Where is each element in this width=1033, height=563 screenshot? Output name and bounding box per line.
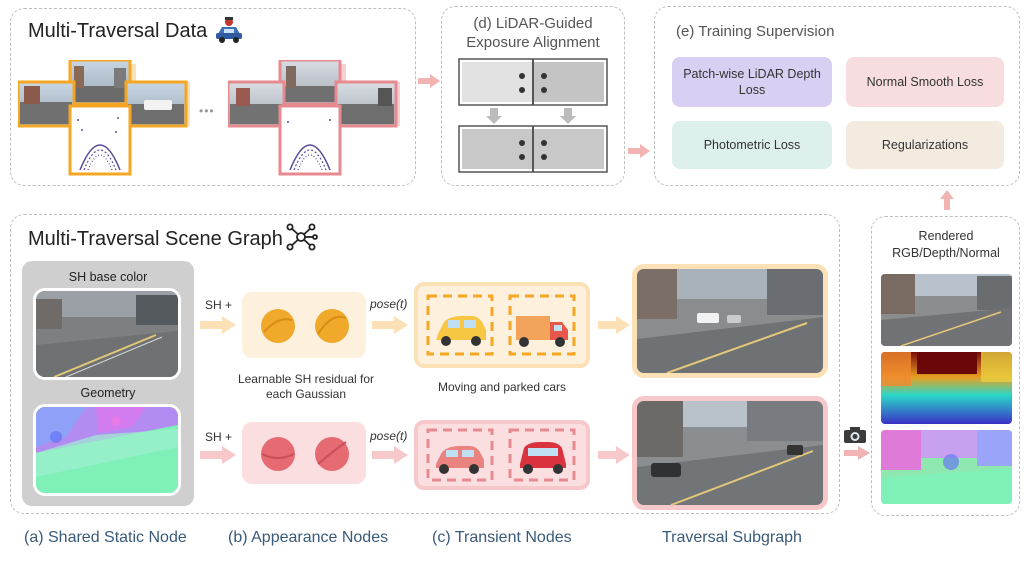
gaussian-sphere-icons-orange bbox=[256, 306, 356, 346]
loss-photometric: Photometric Loss bbox=[672, 121, 832, 169]
pose-t-bottom: pose(t) bbox=[370, 429, 408, 443]
rendered-normal-image bbox=[881, 430, 1012, 504]
exposure-diagram bbox=[458, 58, 608, 174]
camera-icon bbox=[843, 426, 867, 444]
loss-normal-smooth: Normal Smooth Loss bbox=[846, 57, 1004, 107]
gaussian-sphere-icons-pink bbox=[256, 434, 356, 474]
pose-t-top: pose(t) bbox=[370, 297, 408, 311]
traversal-subgraph-image-bottom bbox=[632, 396, 828, 510]
caption-transient-nodes: (c) Transient Nodes bbox=[432, 529, 572, 546]
sh-base-color-label: SH base color bbox=[68, 270, 148, 284]
geometry-image bbox=[33, 404, 181, 496]
geometry-label: Geometry bbox=[80, 386, 136, 400]
transient-note: Moving and parked cars bbox=[437, 380, 567, 394]
training-panel bbox=[654, 6, 1020, 186]
training-title: (e) Training Supervision bbox=[676, 23, 835, 40]
ellipsis: ••• bbox=[199, 104, 215, 118]
caption-appearance-nodes: (b) Appearance Nodes bbox=[228, 529, 389, 546]
graph-icon bbox=[284, 222, 318, 252]
rendered-title: Rendered RGB/Depth/Normal bbox=[892, 229, 1000, 260]
exposure-panel bbox=[441, 6, 625, 186]
traversal-1-images bbox=[18, 60, 204, 178]
arrow-appearance-to-transient-bottom bbox=[372, 446, 408, 464]
sh-base-color-image bbox=[33, 288, 181, 380]
rendered-rgb-image bbox=[881, 274, 1012, 346]
sh-plus-top: SH + bbox=[205, 298, 233, 312]
traversal-subgraph-image-top bbox=[632, 264, 828, 378]
transient-cars-pink bbox=[422, 426, 584, 484]
arrow-transient-to-subgraph-top bbox=[598, 316, 630, 334]
multi-traversal-data-title: Multi-Traversal Data bbox=[28, 20, 208, 42]
rendered-panel bbox=[871, 216, 1020, 516]
scene-graph-title: Multi-Traversal Scene Graph bbox=[28, 228, 283, 250]
arrow-static-to-appearance-bottom bbox=[200, 446, 236, 464]
exposure-title: (d) LiDAR-Guided Exposure Alignment bbox=[466, 15, 600, 51]
rendered-depth-image bbox=[881, 352, 1012, 424]
caption-traversal-subgraph: Traversal Subgraph bbox=[662, 529, 802, 546]
arrow-static-to-appearance-top bbox=[200, 316, 236, 334]
transient-cars-orange bbox=[422, 290, 584, 360]
traversal-n-images bbox=[228, 60, 414, 178]
loss-patch-lidar-depth: Patch-wise LiDAR Depth Loss bbox=[672, 57, 832, 107]
loss-regularizations: Regularizations bbox=[846, 121, 1004, 169]
scene-graph-panel bbox=[10, 214, 840, 514]
appearance-note: Learnable SH residual for each Gaussian bbox=[237, 372, 375, 401]
sh-plus-bottom: SH + bbox=[205, 430, 233, 444]
arrow-to-rendered bbox=[844, 446, 870, 460]
arrow-up-to-training bbox=[940, 190, 954, 210]
arrow-appearance-to-transient-top bbox=[372, 316, 408, 334]
arrow-transient-to-subgraph-bottom bbox=[598, 446, 630, 464]
caption-shared-static-node: (a) Shared Static Node bbox=[24, 529, 187, 546]
arrow-to-exposure bbox=[418, 74, 440, 88]
multi-traversal-data-panel bbox=[10, 8, 416, 186]
arrow-to-training bbox=[628, 144, 650, 158]
car-driver-icon bbox=[214, 16, 244, 44]
